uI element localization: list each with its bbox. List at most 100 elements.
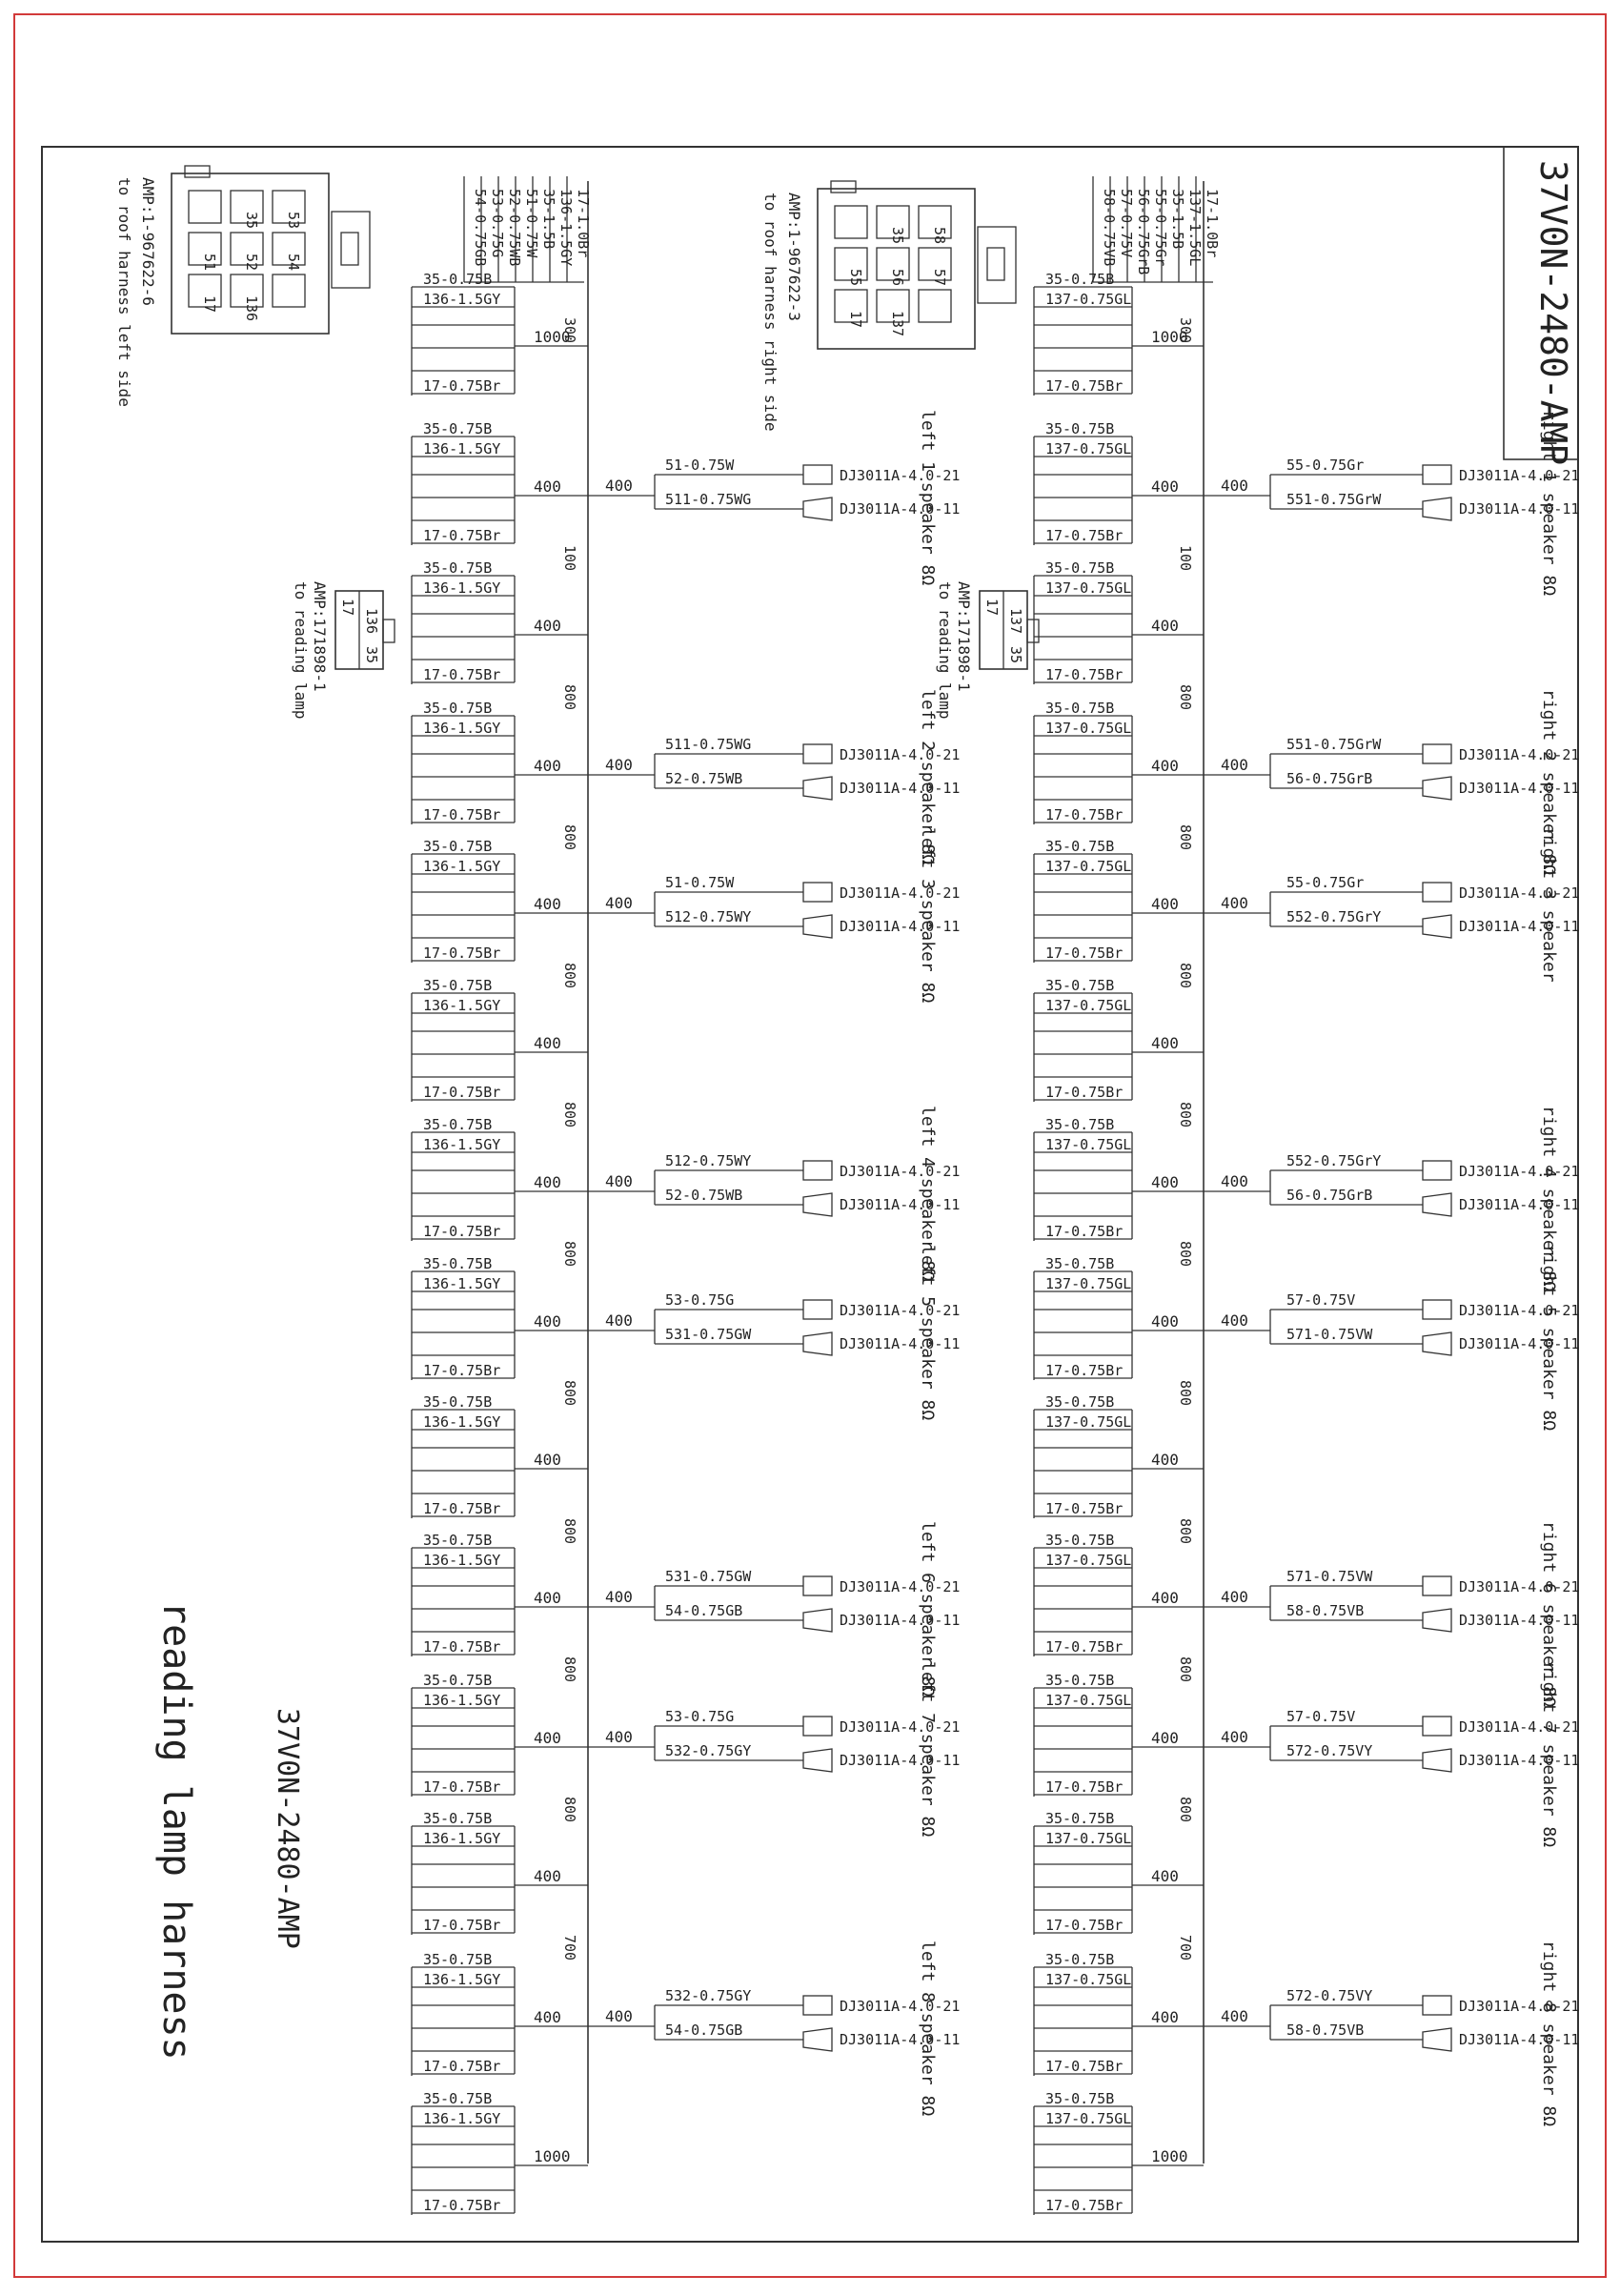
L-speaker-part-pos: DJ3011A-4.0-21 [840, 1718, 960, 1736]
R-speaker-wire-label: 57-0.75V [1286, 1708, 1355, 1725]
L-speaker-terminal-pos [802, 743, 833, 764]
L-branch-length: 400 [534, 1034, 561, 1052]
L-speaker-feed-length: 400 [605, 2007, 633, 2025]
L-speaker-feed-length: 400 [605, 1728, 633, 1746]
R-drop-label: 35-0.75B [1045, 2090, 1114, 2107]
drawing-frame [41, 146, 1579, 2243]
L-speaker-wire-label: 532-0.75GY [665, 1987, 751, 2004]
R-segment-length: 800 [1177, 1102, 1194, 1128]
L-branch-length: 400 [534, 1867, 561, 1885]
L-segment-length: 800 [561, 1656, 578, 1682]
L-speaker-wire-label: 532-0.75GY [665, 1742, 751, 1759]
L-branch-length: 400 [534, 895, 561, 913]
R-drop-label: 17-0.75Br [1045, 2197, 1123, 2214]
L-drop-label: 136-1.5GY [423, 1692, 500, 1709]
L-speaker-terminal-neg [802, 776, 833, 801]
R-speaker-part-pos: DJ3011A-4.0-21 [1459, 1302, 1579, 1319]
L-roof-pin-label: 54 [285, 254, 302, 271]
R-drop-label: 137-0.75GL [1045, 1136, 1131, 1153]
R-speaker-part-neg: DJ3011A-4.0-11 [1459, 918, 1579, 935]
R-branch-length: 400 [1151, 2008, 1179, 2026]
R-roof-cavity [918, 205, 952, 239]
L-speaker-wire-label: 531-0.75GW [665, 1568, 752, 1585]
L-bundle-wire-label: 53-0.75G [489, 189, 506, 257]
R-speaker-terminal-pos [1422, 1299, 1452, 1320]
L-speaker-terminal-pos [802, 1716, 833, 1737]
R-branch-length: 400 [1151, 1867, 1179, 1885]
L-drop-label: 17-0.75Br [423, 1638, 500, 1656]
R-speaker-feed-length: 400 [1221, 756, 1248, 774]
L-drop-label: 35-0.75B [423, 1672, 492, 1689]
R-speaker-part-neg: DJ3011A-4.0-11 [1459, 1612, 1579, 1629]
L-drop-label: 17-0.75Br [423, 1778, 500, 1796]
R-bundle-wire-label: 57-0.75V [1118, 189, 1135, 257]
L-roof-cavity [272, 232, 306, 266]
R-drop-label: 137-0.75GL [1045, 1413, 1131, 1431]
R-roof-cavity [876, 289, 910, 323]
L-drop-label: 35-0.75B [423, 838, 492, 855]
L-speaker-label: left 7 speaker 8Ω [918, 1661, 938, 1837]
R-speaker-part-pos: DJ3011A-4.0-21 [1459, 746, 1579, 763]
R-roof-part-number: AMP:1-967622-3 [785, 193, 803, 321]
R-bundle-wire-label: 17-1.0Br [1204, 189, 1221, 257]
R-roof-cavity [918, 247, 952, 281]
L-drop-label: 17-0.75Br [423, 1500, 500, 1517]
L-drop-label: 17-0.75Br [423, 2197, 500, 2214]
L-bundle-wire-label: 52-0.75WB [506, 189, 523, 266]
R-speaker-terminal-neg [1422, 2027, 1452, 2052]
L-branch-length: 400 [534, 1589, 561, 1607]
L-speaker-terminal-neg [802, 914, 833, 939]
R-bundle-wire-label: 58-0.75VB [1101, 189, 1118, 266]
R-drop-label: 137-0.75GL [1045, 579, 1131, 597]
R-roof-note: to roof harness right side [761, 193, 780, 431]
R-drop-label: 17-0.75Br [1045, 945, 1123, 962]
R-speaker-terminal-neg [1422, 1331, 1452, 1356]
R-speaker-terminal-neg [1422, 1192, 1452, 1217]
L-drop-label: 136-1.5GY [423, 1275, 500, 1292]
R-speaker-wire-label: 56-0.75GrB [1286, 770, 1372, 787]
L-speaker-label: left 2 speaker 8Ω [918, 689, 938, 864]
L-lamp-pin-label: 17 [339, 599, 356, 616]
L-roof-part-number: AMP:1-967622-6 [139, 177, 157, 306]
R-lamp-connector-latch [1026, 619, 1040, 643]
L-bundle-wire-label: 35-1.5B [540, 189, 557, 249]
L-speaker-terminal-neg [802, 1608, 833, 1633]
R-drop-label: 17-0.75Br [1045, 1917, 1123, 1934]
L-roof-cavity [272, 190, 306, 224]
R-speaker-feed-length: 400 [1221, 1311, 1248, 1330]
R-speaker-feed-length: 400 [1221, 2007, 1248, 2025]
R-branch-length: 400 [1151, 1729, 1179, 1747]
R-drop-label: 17-0.75Br [1045, 666, 1123, 683]
R-drop-label: 35-0.75B [1045, 1532, 1114, 1549]
R-segment-length: 800 [1177, 684, 1194, 710]
L-speaker-terminal-neg [802, 2027, 833, 2052]
R-drop-label: 137-0.75GL [1045, 440, 1131, 457]
L-drop-label: 35-0.75B [423, 1951, 492, 1968]
L-bundle-wire-label: 136-1.5GY [557, 189, 575, 266]
L-speaker-terminal-pos [802, 1160, 833, 1181]
L-speaker-terminal-pos [802, 882, 833, 903]
R-bundle-wire-label: 55-0.75Gr [1152, 189, 1169, 266]
R-segment-length: 300 [1177, 317, 1194, 343]
R-roof-connector [817, 188, 976, 350]
R-roof-cavity [918, 289, 952, 323]
L-speaker-part-pos: DJ3011A-4.0-21 [840, 1578, 960, 1595]
L-speaker-label: left 1 speaker 8Ω [918, 410, 938, 585]
R-speaker-part-pos: DJ3011A-4.0-21 [1459, 1718, 1579, 1736]
L-roof-connector-latch [184, 165, 211, 178]
R-speaker-feed-length: 400 [1221, 1172, 1248, 1190]
R-drop-label: 35-0.75B [1045, 1393, 1114, 1411]
L-segment-length: 800 [561, 1797, 578, 1822]
R-drop-label: 35-0.75B [1045, 700, 1114, 717]
L-speaker-feed-length: 400 [605, 477, 633, 495]
R-drop-label: 35-0.75B [1045, 977, 1114, 994]
R-drop-label: 17-0.75Br [1045, 1638, 1123, 1656]
L-speaker-terminal-pos [802, 464, 833, 485]
R-drop-label: 17-0.75Br [1045, 1362, 1123, 1379]
R-speaker-part-pos: DJ3011A-4.0-21 [1459, 884, 1579, 902]
L-drop-label: 17-0.75Br [423, 806, 500, 823]
R-segment-length: 800 [1177, 963, 1194, 988]
R-branch-length: 400 [1151, 757, 1179, 775]
L-drop-label: 17-0.75Br [423, 945, 500, 962]
L-speaker-wire-label: 54-0.75GB [665, 2022, 742, 2039]
